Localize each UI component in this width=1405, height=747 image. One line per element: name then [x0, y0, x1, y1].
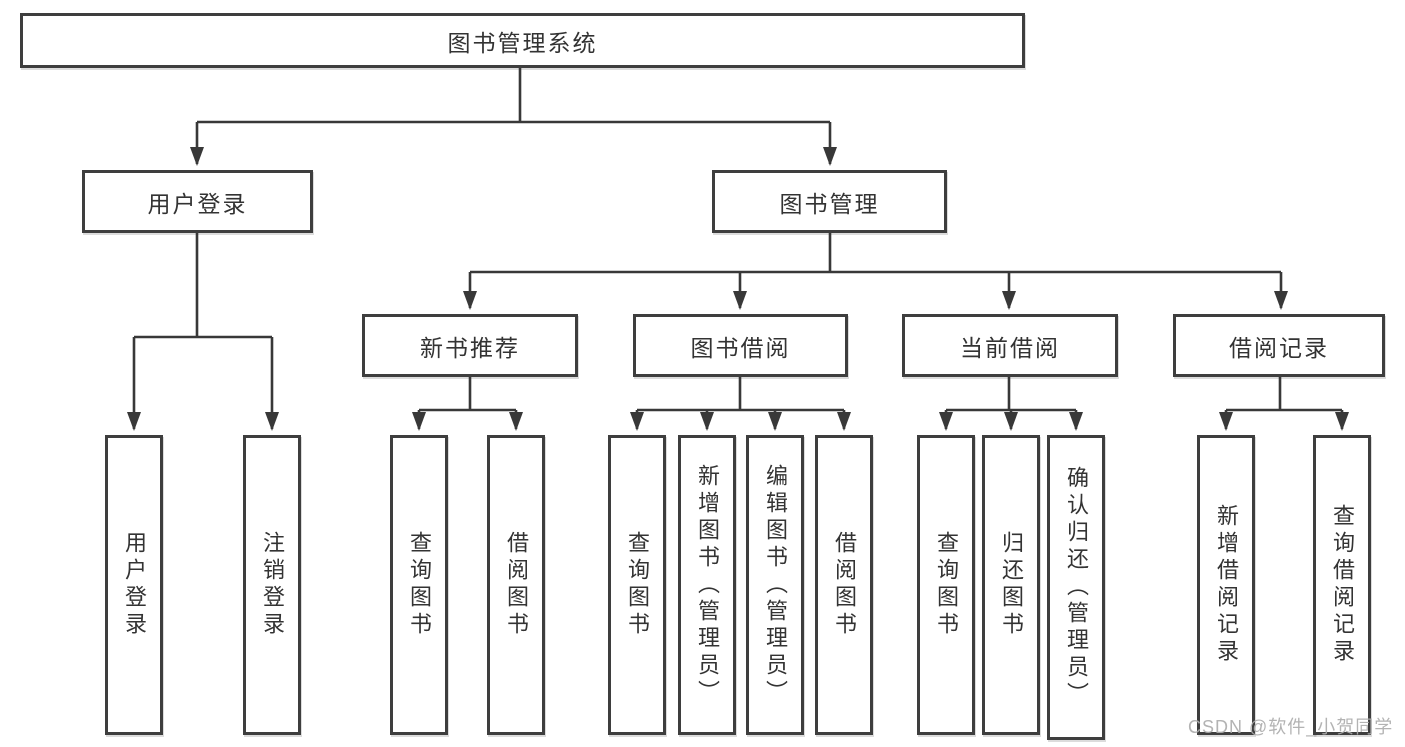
- leaf-return-book-label: 归还图书: [999, 531, 1024, 639]
- leaf-add-book-admin-label: 新增图书（管理员）: [695, 463, 720, 707]
- new-book-recommend-box-label: 新书推荐: [420, 334, 520, 361]
- book-management-box-label: 图书管理: [779, 190, 880, 217]
- leaf-borrow-books-recommend: 借阅图书: [487, 435, 545, 735]
- leaf-confirm-return-admin-label: 确认归还（管理员）: [1064, 466, 1089, 709]
- leaf-user-login-label: 用户登录: [122, 531, 147, 639]
- leaf-user-login: 用户登录: [105, 435, 163, 735]
- leaf-edit-book-admin: 编辑图书（管理员）: [746, 435, 804, 735]
- leaf-add-borrow-record-label: 新增借阅记录: [1214, 504, 1239, 666]
- leaf-confirm-return-admin: 确认归还（管理员）: [1047, 435, 1105, 740]
- leaf-edit-book-admin-label: 编辑图书（管理员）: [763, 463, 788, 707]
- user-login-box-label: 用户登录: [147, 190, 248, 217]
- book-borrow-box-label: 图书借阅: [690, 334, 791, 361]
- leaf-query-books-current: 查询图书: [917, 435, 975, 735]
- connector-book-management: [470, 233, 1281, 274]
- book-borrow-box: 图书借阅: [633, 314, 848, 377]
- connector-root: [197, 68, 830, 124]
- current-borrow-box-label: 当前借阅: [960, 334, 1060, 361]
- book-management-box: 图书管理: [712, 170, 947, 233]
- leaf-add-book-admin: 新增图书（管理员）: [678, 435, 736, 735]
- connector-current-borrow: [946, 377, 1076, 412]
- leaf-query-books-recommend: 查询图书: [390, 435, 448, 735]
- leaf-query-books-borrow: 查询图书: [608, 435, 666, 735]
- leaf-borrow-books-label: 借阅图书: [832, 531, 857, 639]
- leaf-query-borrow-record: 查询借阅记录: [1313, 435, 1371, 735]
- leaf-query-books-current-label: 查询图书: [934, 531, 959, 639]
- connector-new-book-recommend: [419, 377, 516, 412]
- connector-book-borrow: [637, 377, 844, 412]
- leaf-logout: 注销登录: [243, 435, 301, 735]
- new-book-recommend-box: 新书推荐: [362, 314, 578, 377]
- leaf-query-borrow-record-label: 查询借阅记录: [1330, 504, 1355, 666]
- leaf-logout-label: 注销登录: [260, 531, 285, 639]
- leaf-borrow-books: 借阅图书: [815, 435, 873, 735]
- user-login-box: 用户登录: [82, 170, 313, 233]
- root-box-label: 图书管理系统: [447, 29, 598, 56]
- leaf-borrow-books-recommend-label: 借阅图书: [504, 531, 529, 639]
- watermark: CSDN @软件_小贺同学: [1188, 717, 1394, 737]
- root-box: 图书管理系统: [20, 13, 1025, 68]
- leaf-return-book: 归还图书: [982, 435, 1040, 735]
- borrow-record-box: 借阅记录: [1173, 314, 1385, 377]
- connector-borrow-record: [1226, 377, 1342, 412]
- leaf-add-borrow-record: 新增借阅记录: [1197, 435, 1255, 735]
- connector-user-login: [134, 233, 272, 339]
- borrow-record-box-label: 借阅记录: [1229, 334, 1329, 361]
- current-borrow-box: 当前借阅: [902, 314, 1118, 377]
- leaf-query-books-borrow-label: 查询图书: [625, 531, 650, 639]
- leaf-query-books-recommend-label: 查询图书: [407, 531, 432, 639]
